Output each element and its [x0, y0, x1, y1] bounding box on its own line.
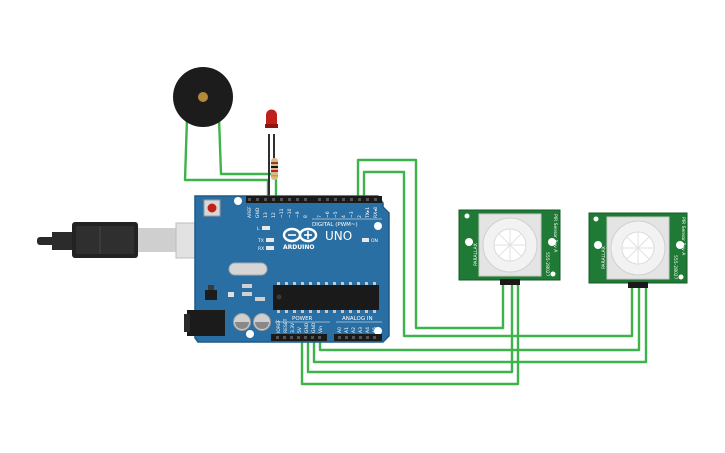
analog-pin-label: A5 — [372, 327, 378, 333]
power-pin-label: 3.3V — [290, 322, 296, 333]
pin-label: ~9 — [295, 211, 301, 218]
tx-led-label: TX — [257, 238, 264, 244]
arduino-board[interactable]: AREF GND 13 12 ~11 ~10 ~9 8 7 ~6 ~5 4 ~3… — [184, 195, 390, 343]
signal-wire-sensor1[interactable] — [356, 158, 505, 330]
resistor-icon[interactable] — [271, 158, 278, 180]
pin-label: 4 — [341, 215, 347, 218]
sensor2-top-text: PIR Sensor Rev A — [680, 217, 686, 256]
on-led-label: ON — [371, 238, 378, 244]
power-pin-label: GND — [311, 322, 317, 333]
pin-label: ~10 — [287, 208, 293, 218]
sensor1-left-text: PARALLAX — [473, 243, 479, 266]
power-pin-label: GND — [304, 322, 310, 333]
pin-label: 12 — [271, 212, 277, 218]
buzzer-wire-1[interactable] — [183, 117, 270, 198]
pin-label: 8 — [303, 215, 309, 218]
power-pin-label: 5V — [297, 326, 303, 333]
pin-label: GND — [255, 207, 261, 218]
digital-label: DIGITAL (PWM~) — [312, 222, 358, 228]
power-pin-label: RESET — [283, 318, 289, 333]
arduino-logo-icon — [282, 227, 318, 243]
analog-pin-label: A4 — [365, 327, 371, 333]
pin-label: ~11 — [279, 208, 285, 218]
buzzer-wire-2[interactable] — [217, 117, 278, 198]
pin-label: TX▸1 — [365, 207, 371, 219]
pir-sensor-1[interactable]: PARALLAX 555-28027 PIR Sensor Rev A — [458, 209, 561, 285]
analog-label: ANALOG IN — [342, 316, 373, 322]
sensor1-top-text: PIR Sensor Rev A — [552, 214, 558, 253]
brand-label: ARDUINO — [283, 244, 314, 251]
analog-pin-label: A3 — [358, 327, 364, 333]
analog-pin-label: A2 — [351, 327, 357, 333]
pin-label: 7 — [317, 215, 323, 218]
rx-led-label: RX — [258, 246, 264, 252]
model-label: UNO — [325, 229, 352, 243]
pin-label: ~5 — [333, 211, 339, 218]
pin-label: 2 — [357, 215, 363, 218]
usb-cable-icon[interactable] — [37, 222, 209, 259]
sensor2-left-text: PARALLAX — [601, 246, 607, 269]
analog-pin-label: A1 — [344, 327, 350, 333]
piezo-buzzer-icon[interactable] — [173, 67, 233, 127]
red-led-icon[interactable] — [265, 109, 278, 128]
power-label: POWER — [292, 316, 313, 322]
pin-label: ~3 — [349, 211, 355, 218]
sensor1-right-text: 555-28027 — [544, 252, 550, 277]
sensor2-right-text: 555-28027 — [672, 255, 678, 280]
power-wire-3[interactable] — [312, 284, 648, 364]
power-wire-1[interactable] — [300, 284, 520, 386]
power-pin-label: IOREF — [276, 319, 282, 333]
pin-label: AREF — [247, 206, 253, 218]
signal-wire-sensor2[interactable] — [362, 170, 634, 338]
power-pin-label: Vin — [318, 326, 324, 333]
pin-label: RX◂0 — [373, 207, 379, 218]
l-led-label: L — [257, 226, 260, 232]
pir-sensor-2[interactable]: PARALLAX 555-28027 PIR Sensor Rev A — [588, 212, 688, 288]
analog-pin-label: A0 — [337, 327, 343, 333]
power-wire-2[interactable] — [306, 284, 514, 374]
pin-label: ~6 — [325, 211, 331, 218]
pin-label: 13 — [263, 212, 269, 218]
